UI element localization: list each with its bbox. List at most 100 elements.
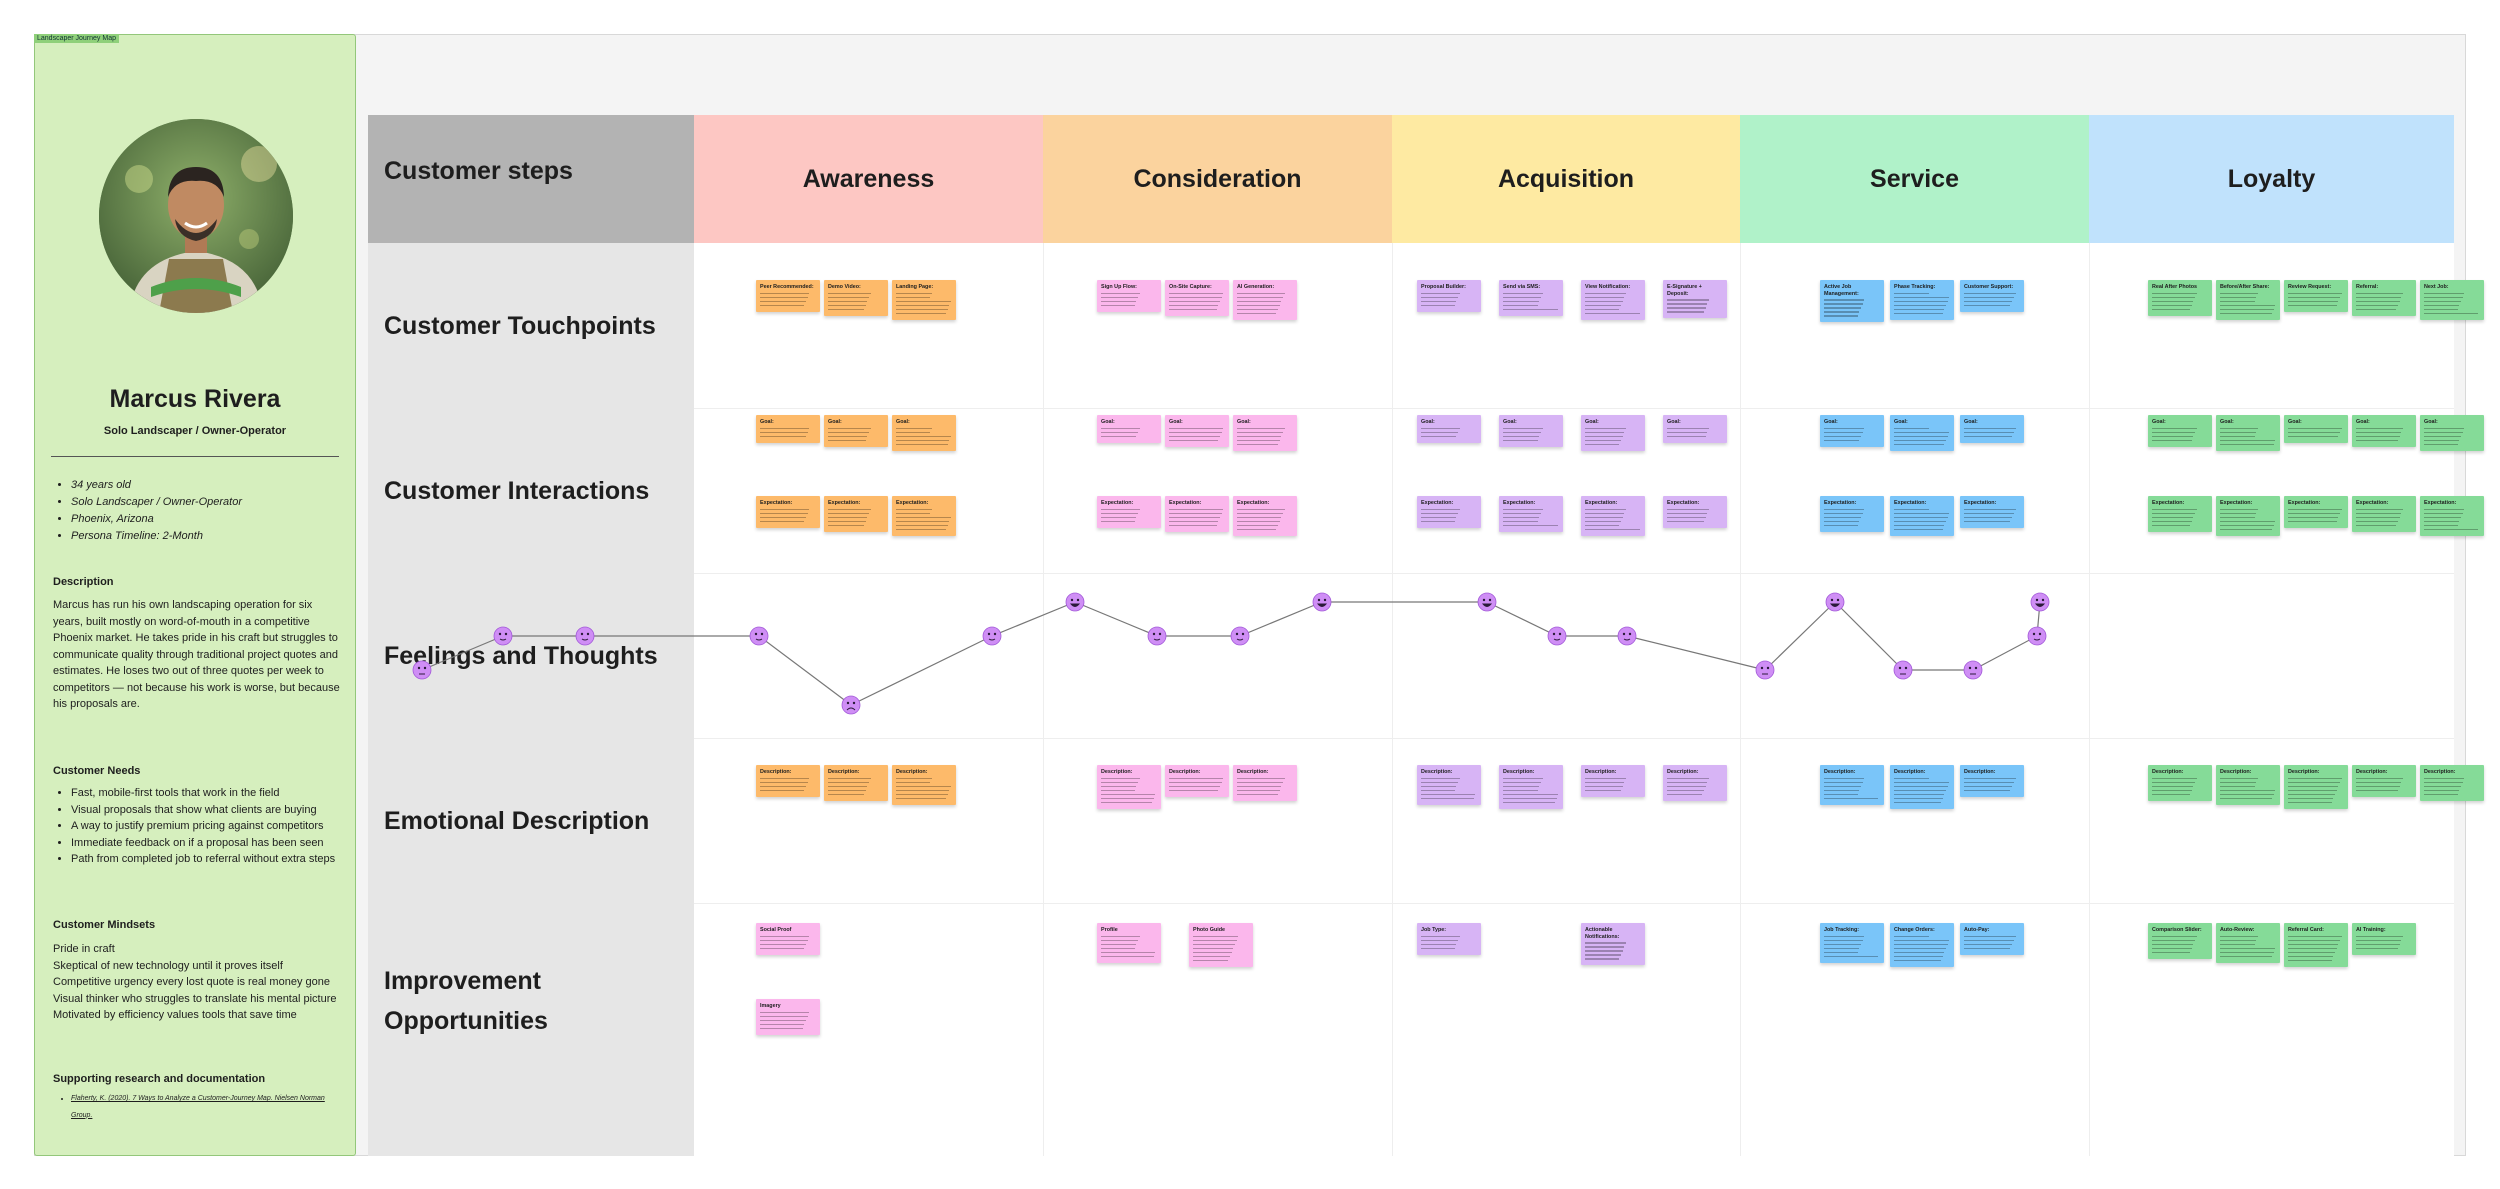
expectation-note[interactable]: Expectation:: [1233, 496, 1297, 536]
touchpoint-note[interactable]: Real After Photos: [2148, 280, 2212, 316]
goal-note[interactable]: Goal:: [2148, 415, 2212, 447]
goal-note[interactable]: Goal:: [756, 415, 820, 443]
goal-note[interactable]: Goal:: [1417, 415, 1481, 443]
goal-note[interactable]: Goal:: [1820, 415, 1884, 447]
sticky-note-text-line: [1421, 947, 1455, 950]
sticky-note-text-line: [1101, 508, 1140, 511]
sticky-note-text-line: [1824, 781, 1863, 784]
touchpoint-note[interactable]: Peer Recommended:: [756, 280, 820, 312]
emotional-note[interactable]: Description:: [2420, 765, 2484, 801]
touchpoint-note[interactable]: Before/After Share:: [2216, 280, 2280, 320]
sticky-note-title: Expectation:: [1421, 500, 1454, 506]
expectation-note[interactable]: Expectation:: [2352, 496, 2416, 532]
research-link[interactable]: Flaherty, K. (2020). 7 Ways to Analyze a…: [71, 1091, 347, 1124]
expectation-note[interactable]: Expectation:: [2216, 496, 2280, 536]
expectation-note[interactable]: Expectation:: [1165, 496, 1229, 532]
touchpoint-note[interactable]: Demo Video:: [824, 280, 888, 316]
touchpoint-note[interactable]: View Notification:: [1581, 280, 1645, 320]
touchpoint-note[interactable]: Send via SMS:: [1499, 280, 1563, 316]
goal-note[interactable]: Goal:: [892, 415, 956, 451]
need-item: A way to justify premium pricing against…: [71, 818, 347, 835]
expectation-note[interactable]: Expectation:: [1663, 496, 1727, 528]
emotional-note[interactable]: Description:: [1581, 765, 1645, 797]
expectation-note[interactable]: Expectation:: [1890, 496, 1954, 536]
touchpoint-note[interactable]: E-Signature + Deposit:: [1663, 280, 1727, 319]
goal-note[interactable]: Goal:: [1165, 415, 1229, 447]
touchpoint-note[interactable]: Landing Page:: [892, 280, 956, 320]
emotional-note[interactable]: Description:: [1820, 765, 1884, 805]
expectation-note[interactable]: Expectation:: [2148, 496, 2212, 532]
sticky-note-text-line: [828, 516, 868, 519]
expectation-note[interactable]: Expectation:: [1960, 496, 2024, 528]
goal-note[interactable]: Goal:: [2284, 415, 2348, 443]
touchpoint-note[interactable]: On-Site Capture:: [1165, 280, 1229, 316]
improvement-note[interactable]: Change Orders:: [1890, 923, 1954, 967]
expectation-note[interactable]: Expectation:: [1499, 496, 1563, 532]
touchpoint-note[interactable]: Phase Tracking:: [1890, 280, 1954, 320]
improvement-note[interactable]: Comparison Slider:: [2148, 923, 2212, 959]
expectation-note[interactable]: Expectation:: [2284, 496, 2348, 528]
emotional-note[interactable]: Description:: [1417, 765, 1481, 805]
emotional-note[interactable]: Description:: [1499, 765, 1563, 809]
improvement-note[interactable]: Auto-Pay:: [1960, 923, 2024, 955]
emotional-note[interactable]: Description:: [1663, 765, 1727, 801]
expectation-note[interactable]: Expectation:: [1097, 496, 1161, 528]
improvement-note[interactable]: Job Tracking:: [1820, 923, 1884, 963]
improvement-note[interactable]: Photo Guide: [1189, 923, 1253, 967]
improvement-note[interactable]: Imagery: [756, 999, 820, 1035]
emotional-note[interactable]: Description:: [756, 765, 820, 797]
touchpoint-note[interactable]: Review Request:: [2284, 280, 2348, 312]
touchpoint-note[interactable]: AI Generation:: [1233, 280, 1297, 320]
goal-note[interactable]: Goal:: [1890, 415, 1954, 451]
sticky-note-text-line: [1964, 947, 2011, 950]
improvement-note[interactable]: Job Type:: [1417, 923, 1481, 955]
emotional-note[interactable]: Description:: [824, 765, 888, 801]
expectation-note[interactable]: Expectation:: [1417, 496, 1481, 528]
sticky-note-text-line: [1421, 300, 1457, 303]
goal-note[interactable]: Goal:: [2216, 415, 2280, 451]
emotional-note[interactable]: Description:: [1233, 765, 1297, 801]
emotional-note[interactable]: Description:: [1097, 765, 1161, 809]
sticky-note-text-line: [1585, 304, 1621, 307]
improvement-note[interactable]: Social Proof: [756, 923, 820, 955]
emotional-note[interactable]: Description:: [1960, 765, 2024, 797]
sticky-note-text-line: [896, 797, 946, 800]
touchpoint-note[interactable]: Active Job Management:: [1820, 280, 1884, 323]
improvement-note[interactable]: Actionable Notifications:: [1581, 923, 1645, 966]
emotional-note[interactable]: Description:: [2148, 765, 2212, 801]
improvement-note[interactable]: Referral Card:: [2284, 923, 2348, 967]
touchpoint-note[interactable]: Sign Up Flow:: [1097, 280, 1161, 312]
goal-note[interactable]: Goal:: [1499, 415, 1563, 447]
emotional-note[interactable]: Description:: [1165, 765, 1229, 797]
emotional-note[interactable]: Description:: [2216, 765, 2280, 805]
expectation-note[interactable]: Expectation:: [892, 496, 956, 536]
goal-note[interactable]: Goal:: [2420, 415, 2484, 451]
emotional-note[interactable]: Description:: [892, 765, 956, 805]
sticky-note-text-line: [1894, 939, 1950, 942]
sticky-note-text-line: [1667, 793, 1703, 796]
improvement-note[interactable]: Auto-Review:: [2216, 923, 2280, 963]
goal-note[interactable]: Goal:: [1097, 415, 1161, 443]
sticky-note-text-line: [2152, 300, 2194, 303]
goal-note[interactable]: Goal:: [1233, 415, 1297, 451]
expectation-note[interactable]: Expectation:: [756, 496, 820, 528]
emotional-note[interactable]: Description:: [1890, 765, 1954, 809]
goal-note[interactable]: Goal:: [1960, 415, 2024, 443]
improvement-note[interactable]: AI Training:: [2352, 923, 2416, 955]
goal-note[interactable]: Goal:: [1663, 415, 1727, 443]
goal-note[interactable]: Goal:: [2352, 415, 2416, 447]
improvement-note[interactable]: Profile: [1097, 923, 1161, 963]
expectation-note[interactable]: Expectation:: [2420, 496, 2484, 536]
goal-note[interactable]: Goal:: [1581, 415, 1645, 451]
touchpoint-note[interactable]: Next Job:: [2420, 280, 2484, 320]
goal-note[interactable]: Goal:: [824, 415, 888, 447]
expectation-note[interactable]: Expectation:: [1581, 496, 1645, 536]
emotional-note[interactable]: Description:: [2352, 765, 2416, 797]
touchpoint-note[interactable]: Proposal Builder:: [1417, 280, 1481, 312]
touchpoint-note[interactable]: Referral:: [2352, 280, 2416, 316]
emotional-note[interactable]: Description:: [2284, 765, 2348, 809]
expectation-note[interactable]: Expectation:: [1820, 496, 1884, 532]
sticky-note-text-line: [1894, 777, 1929, 780]
expectation-note[interactable]: Expectation:: [824, 496, 888, 532]
touchpoint-note[interactable]: Customer Support:: [1960, 280, 2024, 312]
